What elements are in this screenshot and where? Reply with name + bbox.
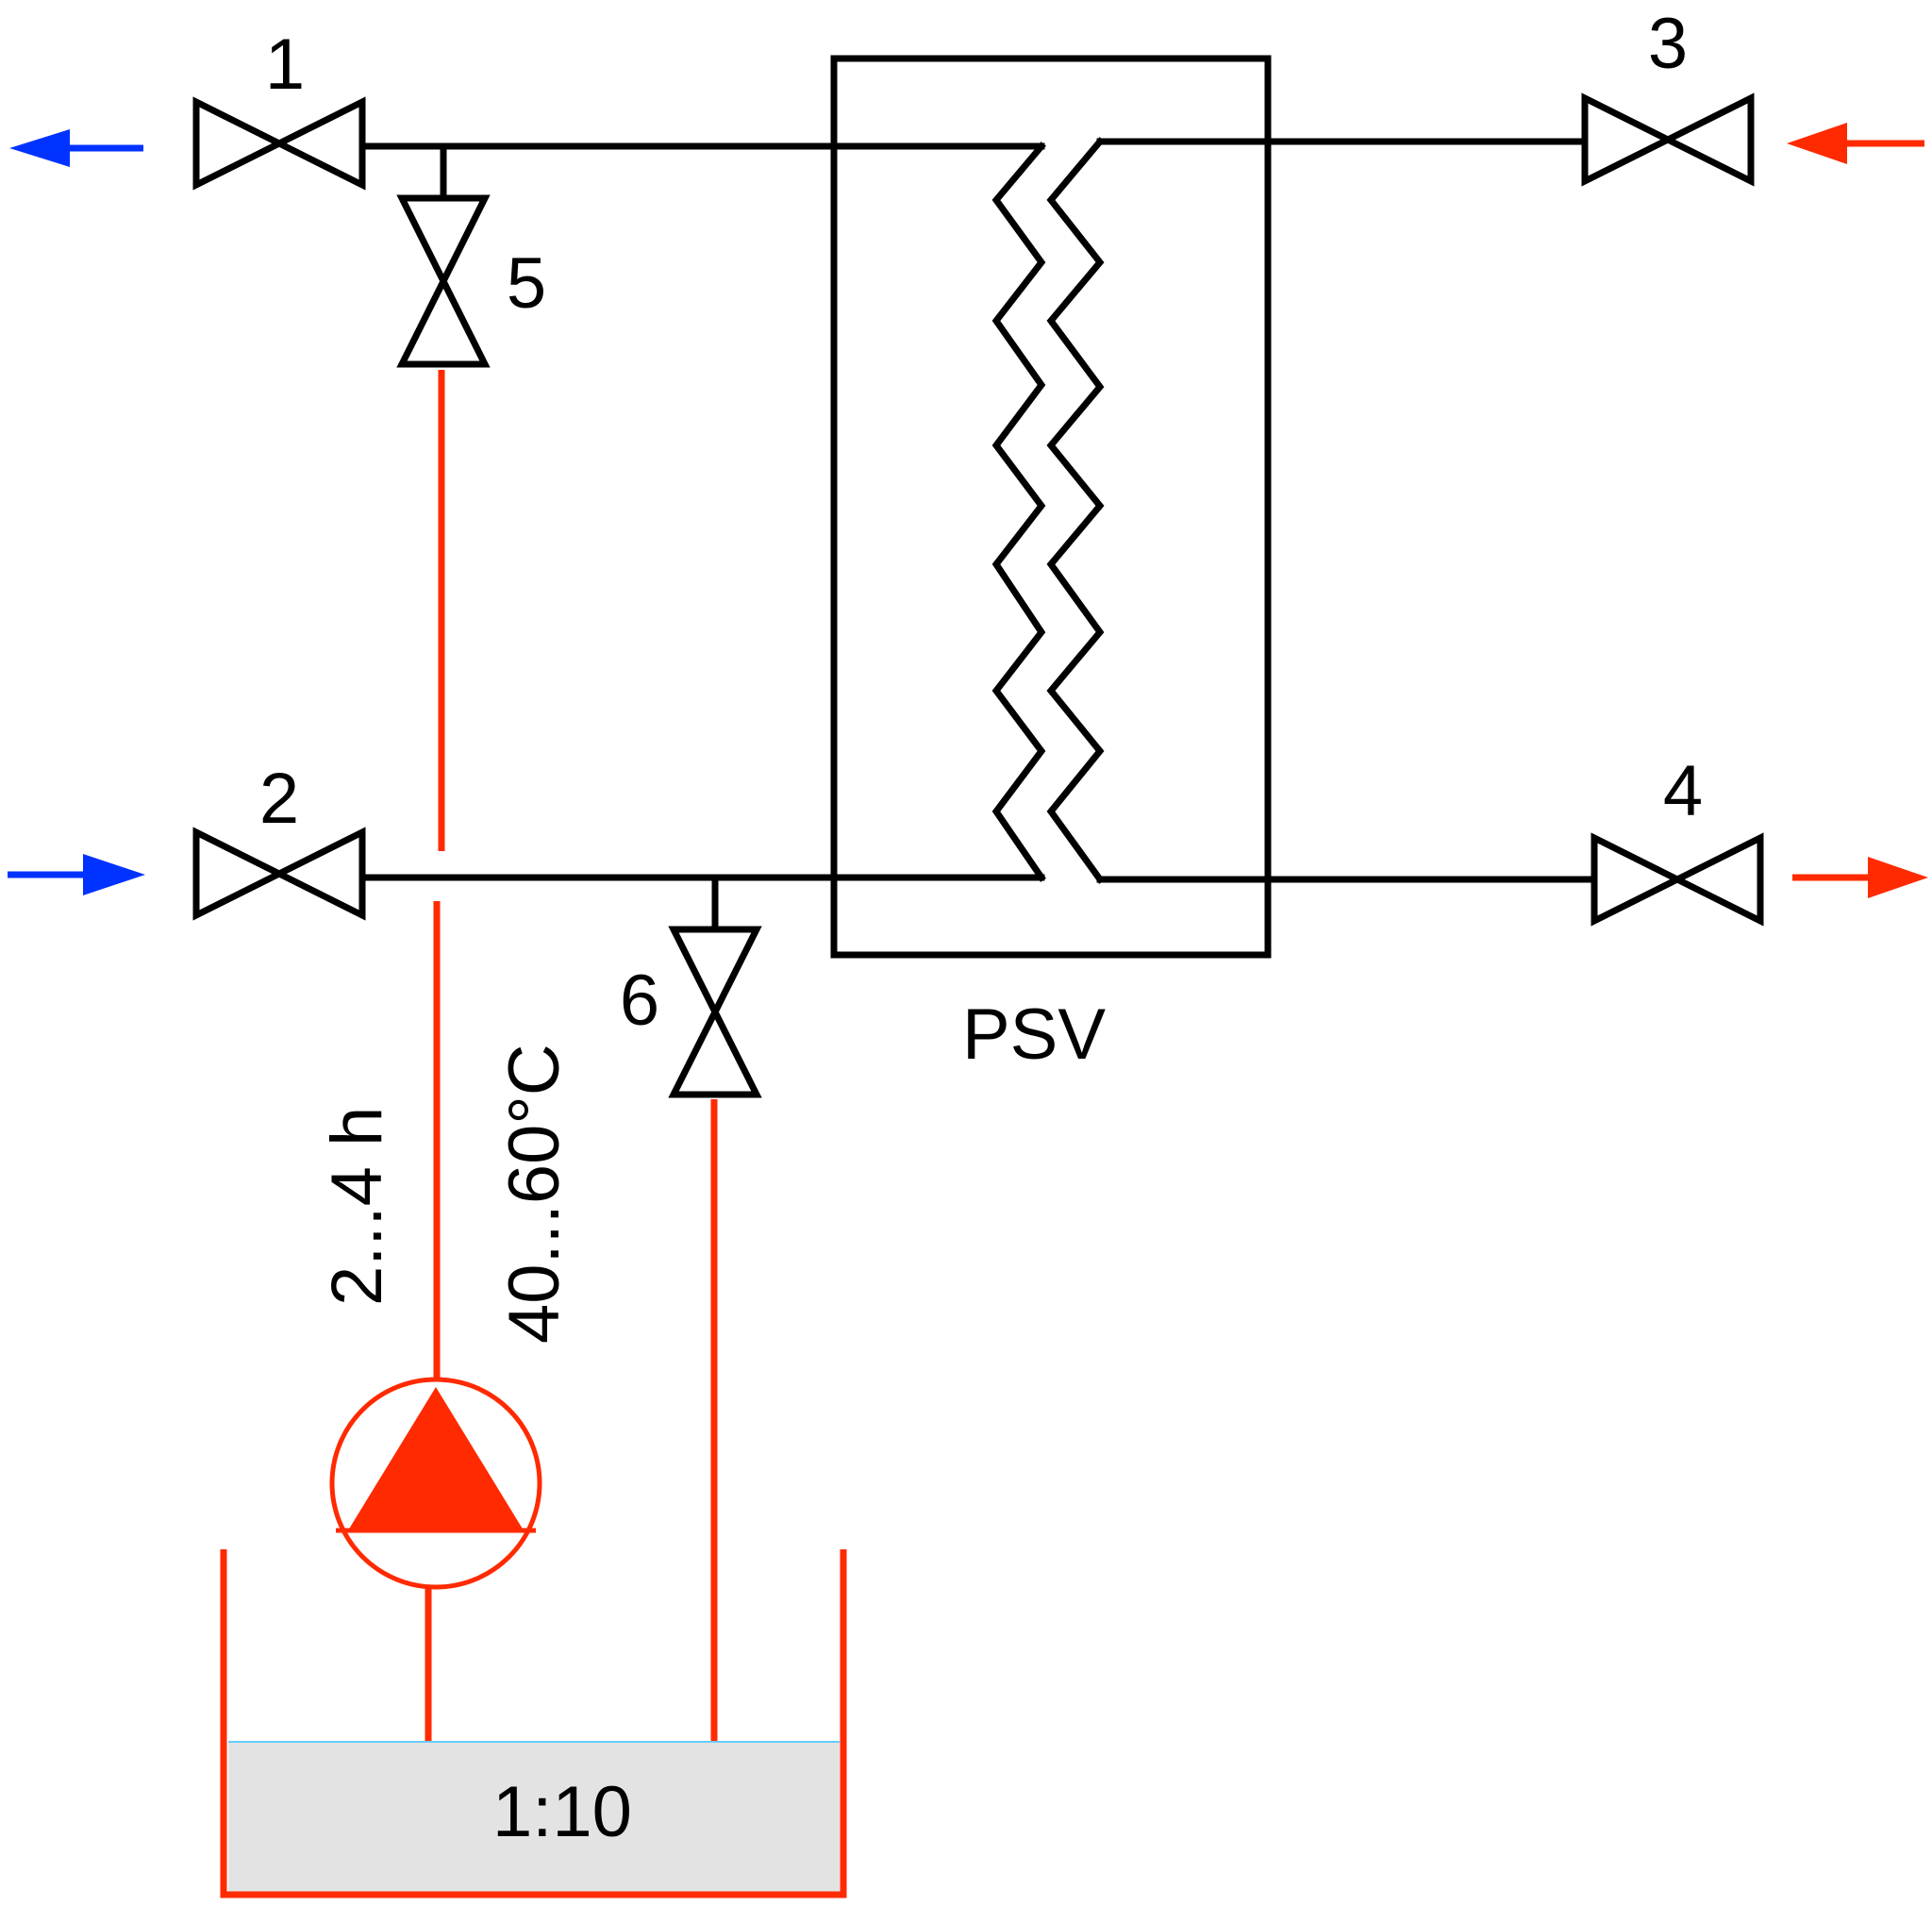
valve-5[interactable] xyxy=(396,194,491,368)
exchanger-plate-left xyxy=(991,142,1046,882)
heat-exchanger-body xyxy=(830,55,1272,959)
valve-1-label: 1 xyxy=(265,25,305,105)
arrow-cold-out xyxy=(9,129,143,167)
exchanger-label: PSV xyxy=(962,995,1106,1075)
arrow-cold-in xyxy=(8,854,145,895)
valve-4-label: 4 xyxy=(1663,751,1703,831)
arrow-hot-out xyxy=(1792,857,1928,898)
arrow-hot-in xyxy=(1787,123,1924,164)
duration-label: 2...4 h xyxy=(317,1107,397,1306)
tank-liquid xyxy=(228,1742,840,1893)
valve-6[interactable] xyxy=(668,926,762,1098)
pump[interactable] xyxy=(329,1377,542,1590)
valve-2[interactable] xyxy=(192,827,366,921)
valve-3[interactable] xyxy=(1581,92,1755,187)
valve-5-label: 5 xyxy=(507,243,546,324)
valve-2-label: 2 xyxy=(259,759,299,839)
valve-1[interactable] xyxy=(192,96,366,191)
valve-4[interactable] xyxy=(1591,832,1764,927)
tank-wall xyxy=(220,1549,847,1898)
valve-3-label: 3 xyxy=(1648,4,1688,84)
valve-6-label: 6 xyxy=(620,961,659,1041)
exchanger-plate-right xyxy=(1046,137,1105,884)
temperature-label: 40...60°C xyxy=(494,1044,575,1344)
tank-ratio-label: 1:10 xyxy=(492,1772,632,1852)
